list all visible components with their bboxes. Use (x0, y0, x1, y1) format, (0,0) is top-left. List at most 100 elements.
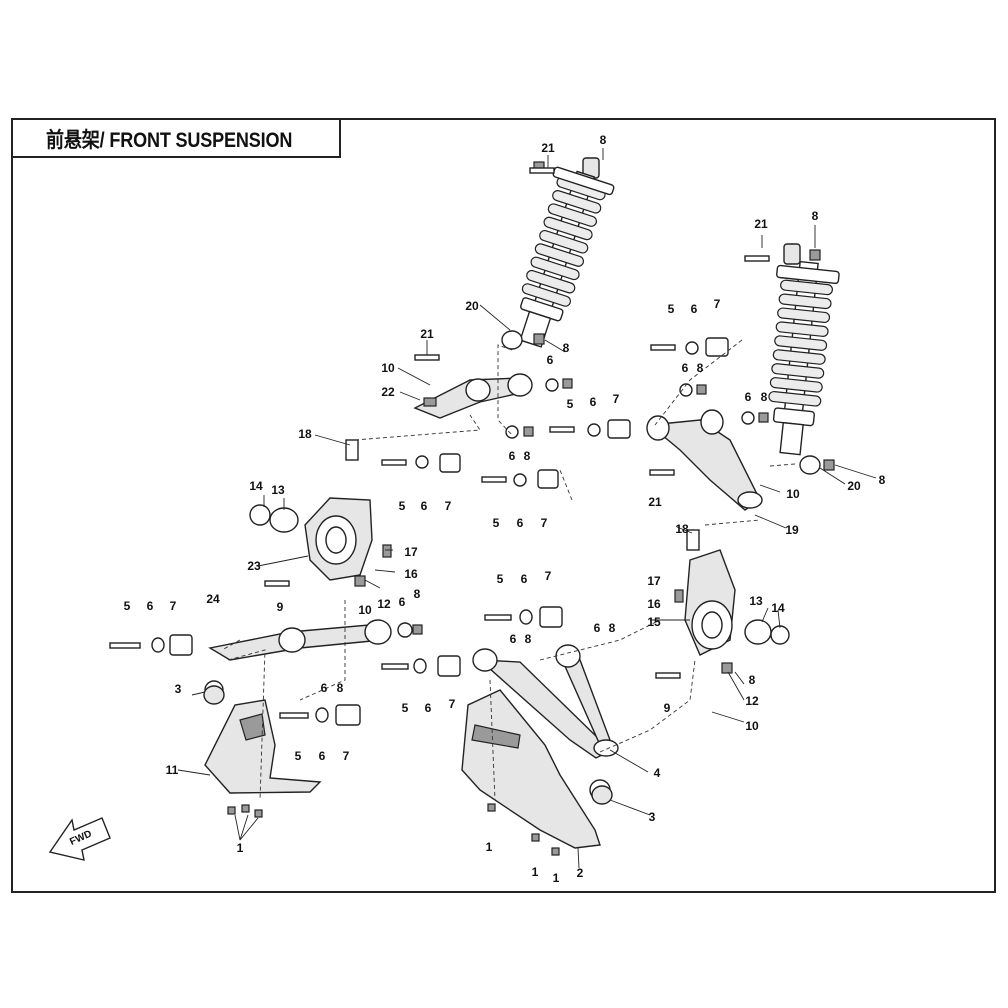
callout: 7 (545, 569, 552, 583)
callout: 16 (404, 567, 418, 581)
callout: 20 (465, 299, 479, 313)
left-steering-knuckle (249, 439, 392, 587)
left-lower-a-arm (204, 619, 423, 700)
callout: 14 (249, 479, 263, 493)
callout: 7 (170, 599, 177, 613)
callout: 1 (486, 840, 493, 854)
title-box (11, 118, 341, 158)
right-skid-guard (461, 689, 601, 849)
callout: 1 (532, 865, 539, 879)
callout: 6 (421, 499, 428, 513)
callout: 18 (675, 522, 689, 536)
callout: 10 (381, 361, 395, 375)
callout: 16 (647, 597, 661, 611)
callout: 8 (337, 681, 344, 695)
left-shock-absorber (501, 157, 615, 350)
callout: 1 (237, 841, 244, 855)
callout: 6 (517, 516, 524, 530)
callout: 8 (600, 133, 607, 147)
callout: 8 (879, 473, 886, 487)
callout: 3 (175, 682, 182, 696)
leader-lines (177, 148, 877, 869)
dashed-assembly-lines (221, 339, 796, 801)
callout: 7 (343, 749, 350, 763)
callout: 1 (553, 871, 560, 885)
callout: 6 (399, 595, 406, 609)
callout: 13 (749, 594, 763, 608)
callout: 7 (613, 392, 620, 406)
callout: 3 (649, 810, 656, 824)
callout: 7 (714, 297, 721, 311)
callout: 15 (647, 615, 661, 629)
callout: 6 (510, 632, 517, 646)
callout: 19 (785, 523, 799, 537)
callout: 5 (124, 599, 131, 613)
callout: 8 (414, 587, 421, 601)
callout: 24 (206, 592, 220, 606)
callout: 21 (420, 327, 434, 341)
diagram-frame (11, 118, 996, 893)
callout: 6 (691, 302, 698, 316)
callout: 11 (166, 763, 179, 777)
callout: 6 (590, 395, 597, 409)
callout: 5 (399, 499, 406, 513)
callout: 8 (525, 632, 532, 646)
callout: 13 (271, 483, 285, 497)
callout: 21 (754, 217, 768, 231)
callout: 5 (402, 701, 409, 715)
callout: 6 (147, 599, 154, 613)
callout: 4 (654, 766, 661, 780)
callout: 18 (298, 427, 312, 441)
callout-numbers: 21 8 20 8 6 21 10 22 18 6 8 5 6 7 5 6 7 … (124, 133, 886, 885)
callout: 10 (745, 719, 759, 733)
fwd-arrow-icon: FWD (48, 817, 111, 861)
callout: 9 (664, 701, 671, 715)
callout: 5 (493, 516, 500, 530)
callout: 23 (247, 559, 261, 573)
callout: 6 (547, 353, 554, 367)
right-lower-a-arm (472, 644, 619, 801)
callout: 7 (541, 516, 548, 530)
callout: 20 (847, 479, 861, 493)
callout: 22 (381, 385, 395, 399)
right-shock-absorber (768, 243, 840, 475)
callout: 10 (358, 603, 372, 617)
callout: 5 (668, 302, 675, 316)
callout: 21 (541, 141, 555, 155)
right-upper-a-arm (646, 383, 769, 511)
hardware-stacks (109, 167, 770, 856)
callout: 12 (745, 694, 759, 708)
callout: 8 (524, 449, 531, 463)
callout: 6 (319, 749, 326, 763)
callout: 8 (563, 341, 570, 355)
callout: 10 (786, 487, 800, 501)
left-skid-guard (204, 699, 322, 794)
callout: 5 (295, 749, 302, 763)
callout: 21 (648, 495, 662, 509)
callout: 17 (647, 574, 661, 588)
callout: 5 (567, 397, 574, 411)
callout: 12 (377, 597, 391, 611)
callout: 6 (509, 449, 516, 463)
page-title: 前悬架/ FRONT SUSPENSION (46, 129, 293, 152)
callout: 14 (771, 601, 785, 615)
callout: 8 (697, 361, 704, 375)
callout: 6 (594, 621, 601, 635)
callout: 6 (682, 361, 689, 375)
callout: 8 (609, 621, 616, 635)
callout: 7 (449, 697, 456, 711)
callout: 6 (321, 681, 328, 695)
callout: 6 (521, 572, 528, 586)
left-upper-a-arm (413, 373, 573, 439)
callout: 8 (749, 673, 756, 687)
right-steering-knuckle (674, 529, 790, 674)
callout: 7 (445, 499, 452, 513)
callout: 8 (812, 209, 819, 223)
callout: 6 (745, 390, 752, 404)
callout: 9 (277, 600, 284, 614)
callout: 8 (761, 390, 768, 404)
callout: 17 (404, 545, 418, 559)
callout: 5 (497, 572, 504, 586)
callout: 2 (577, 866, 584, 880)
